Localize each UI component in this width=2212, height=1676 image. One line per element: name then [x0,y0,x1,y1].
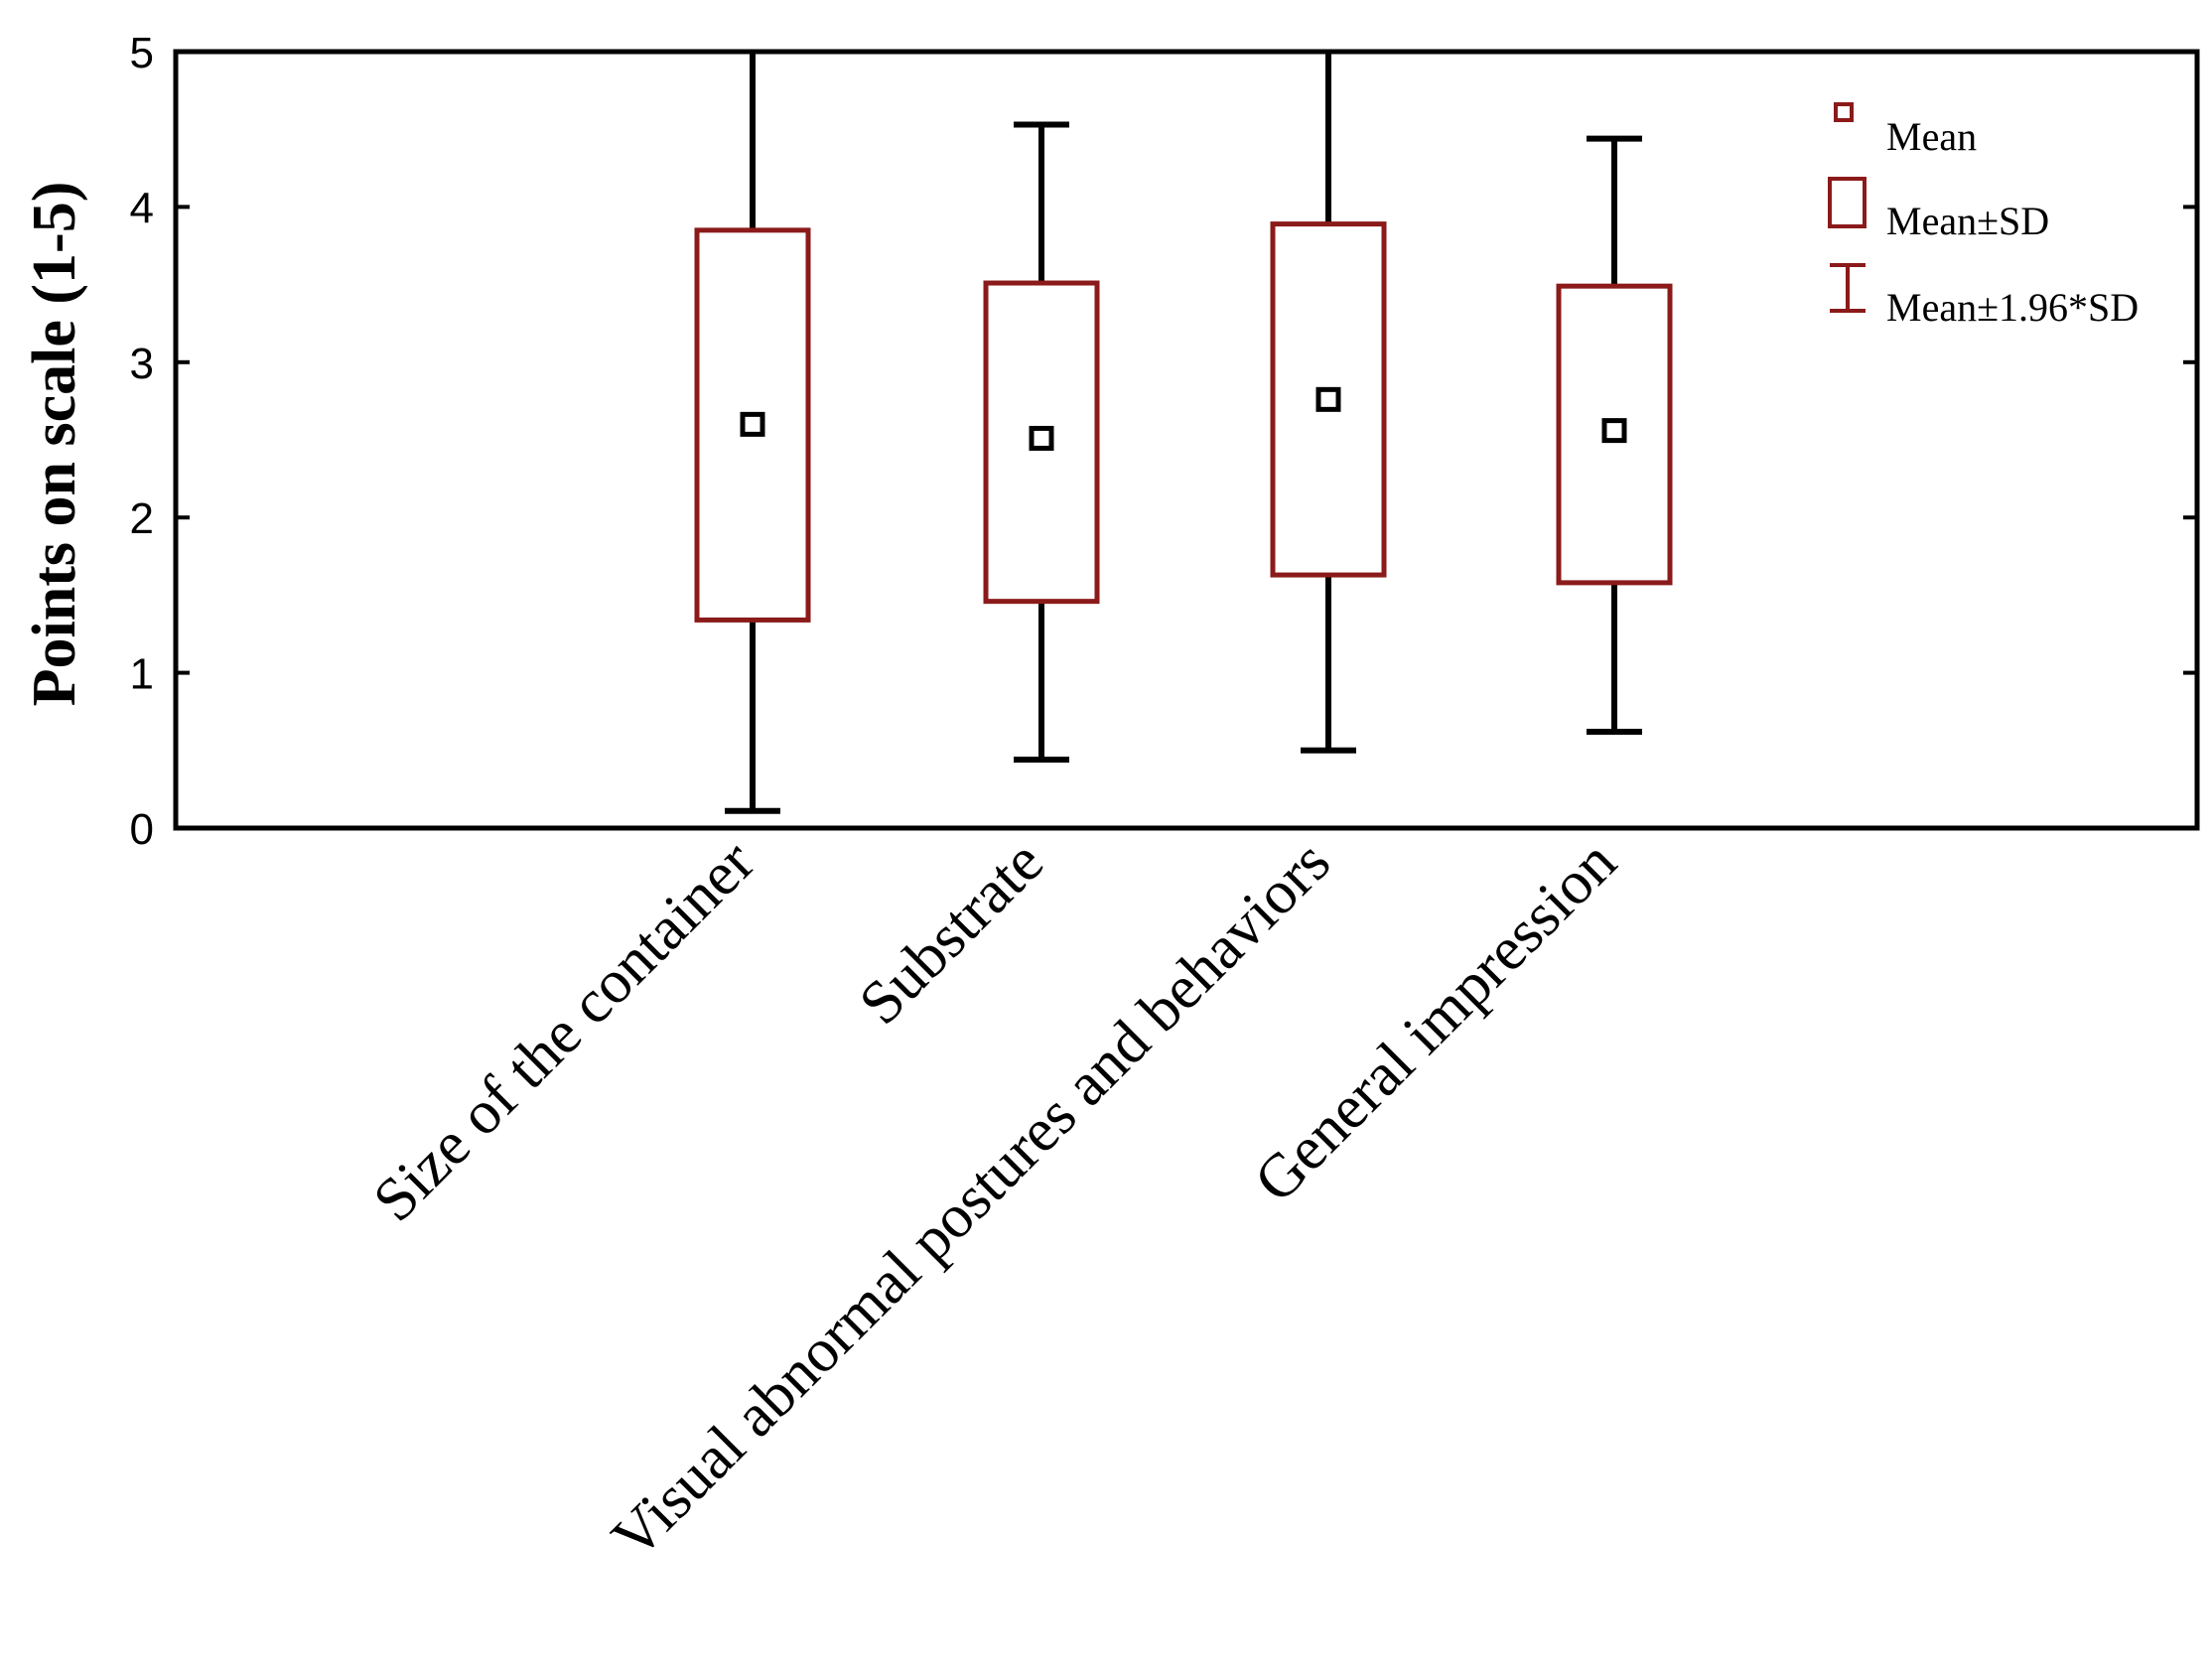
y-tick-label: 3 [130,340,154,388]
plot-frame [173,49,2200,831]
legend-sd-box-icon [1828,177,1866,228]
y-tick-label: 5 [130,29,154,77]
mean-marker [1601,418,1627,444]
legend-mean-marker-icon [1834,102,1854,122]
legend-ci-label: Mean±1.96*SD [1886,285,2139,330]
mean-marker [1029,425,1054,451]
box-group [983,121,1100,764]
box-series [694,52,1673,814]
box-group [1270,52,1387,754]
y-tick-label: 2 [130,494,154,543]
y-axis: 0 1 2 3 4 5 [130,29,2197,854]
legend-sd-label: Mean±SD [1886,199,2049,243]
y-tick-label: 0 [130,805,154,854]
x-category-label: Size of the container [360,828,767,1235]
box-group [694,52,811,814]
legend-mean-label: Mean [1886,114,1977,159]
x-category-label: Substrate [847,828,1056,1038]
legend: Mean Mean±SD Mean±1.96*SD [1828,102,2139,330]
y-tick-label: 4 [130,184,154,232]
y-axis-label: Points on scale (1-5) [21,182,88,707]
y-tick-label: 1 [130,650,154,699]
box-group [1556,135,1673,736]
mean-marker [1315,386,1341,412]
mean-marker [740,411,765,437]
